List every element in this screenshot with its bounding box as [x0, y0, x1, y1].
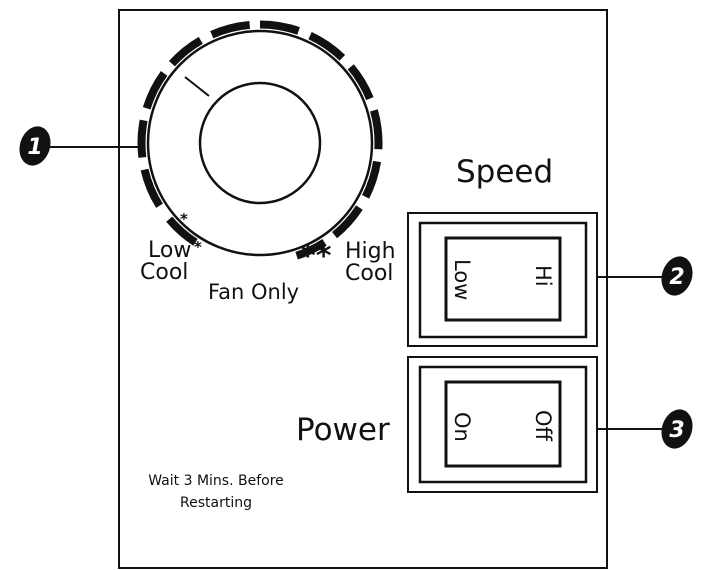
wait-notice-line1: Wait 3 Mins. Before	[148, 473, 284, 489]
speed-title: Speed	[456, 154, 553, 190]
single-snowflake-icon: *	[180, 210, 188, 228]
double-snowflake-icon: **	[300, 239, 332, 274]
dial-scale-segment	[166, 216, 198, 246]
callout-badge-1: 1	[19, 126, 51, 166]
callout-badge-3: 3	[661, 409, 693, 449]
dial-scale-segments	[137, 20, 383, 260]
thermostat-dial[interactable]	[137, 20, 383, 260]
dial-scale-segment	[361, 160, 381, 199]
low-cool-label-line2: Cool	[140, 260, 188, 285]
callout-number-1: 1	[27, 135, 42, 160]
callout-number-3: 3	[669, 418, 684, 443]
power-on-label: On	[450, 412, 474, 442]
dial-scale-segment	[331, 205, 363, 239]
power-rocker-switch[interactable]: On Off	[407, 356, 598, 493]
power-switch-rocker[interactable]	[444, 380, 562, 468]
dial-scale-segment	[370, 109, 383, 150]
fan-only-label: Fan Only	[208, 280, 299, 304]
speed-rocker-switch[interactable]: Low Hi	[407, 212, 598, 347]
callout-badge-2: 2	[661, 256, 693, 296]
callout-number-2: 2	[669, 265, 684, 290]
dial-scale-segment	[142, 70, 168, 110]
single-snowflake-icon: *	[194, 238, 202, 256]
low-cool-label-line1: Low	[148, 238, 191, 263]
dial-scale-segment	[347, 64, 374, 101]
high-cool-label-line2: Cool	[345, 261, 393, 286]
dial-scale-segment	[210, 20, 251, 39]
dial-scale-segment	[259, 20, 300, 35]
dial-scale-segment	[308, 31, 346, 61]
wait-notice-line2: Restarting	[180, 495, 252, 511]
dial-scale-segment	[137, 119, 148, 158]
dial-pointer	[184, 76, 210, 97]
dial-scale-segment	[168, 36, 203, 67]
power-title: Power	[296, 412, 390, 448]
dial-scale-segment	[140, 168, 163, 208]
dial-scale-segment	[295, 238, 327, 260]
power-off-label: Off	[531, 410, 555, 442]
dial-knob[interactable]	[198, 81, 322, 205]
speed-low-label: Low	[450, 259, 474, 300]
speed-hi-label: Hi	[531, 265, 555, 287]
speed-switch-rocker[interactable]	[444, 236, 562, 322]
high-cool-label-line1: High	[345, 239, 396, 264]
